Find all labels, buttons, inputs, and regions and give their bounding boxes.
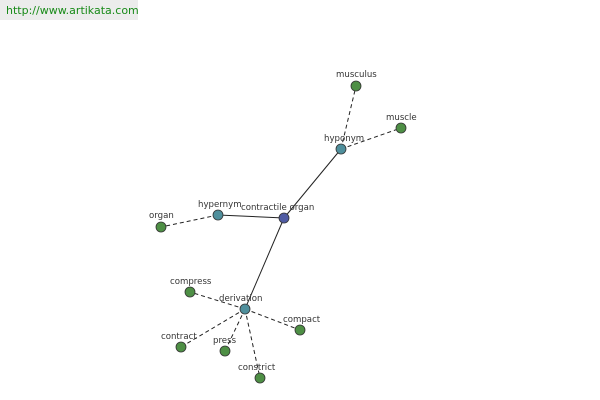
node-center[interactable] <box>278 212 290 224</box>
edge-derivation-compact <box>244 308 301 331</box>
edge-hyponym-musculus <box>340 85 357 150</box>
node-musculus[interactable] <box>350 80 362 92</box>
graph-edges <box>160 85 402 379</box>
edge-center-derivation <box>244 217 285 310</box>
edge-hypernym-organ <box>160 214 219 228</box>
node-label-center[interactable]: contractile organ <box>241 203 314 213</box>
site-url-link[interactable]: http://www.artikata.com <box>6 4 139 17</box>
node-label-constrict[interactable]: constrict <box>238 363 276 373</box>
node-label-compress[interactable]: compress <box>170 277 212 287</box>
node-label-organ[interactable]: organ <box>149 211 174 221</box>
node-label-hyponym[interactable]: hyponym <box>324 134 364 144</box>
node-label-press[interactable]: press <box>213 336 237 346</box>
node-label-contract[interactable]: contract <box>161 332 197 342</box>
node-derivation[interactable] <box>239 303 251 315</box>
node-label-derivation[interactable]: derivation <box>219 294 262 304</box>
edge-hyponym-muscle <box>340 127 402 150</box>
node-hypernym[interactable] <box>212 209 224 221</box>
graph-nodes <box>155 80 407 384</box>
url-bar: http://www.artikata.com <box>0 0 139 20</box>
node-compress[interactable] <box>184 286 196 298</box>
node-label-compact[interactable]: compact <box>283 315 321 325</box>
edge-derivation-press <box>224 308 246 352</box>
node-hyponym[interactable] <box>335 143 347 155</box>
edge-derivation-constrict <box>244 308 261 379</box>
edge-derivation-contract <box>180 308 246 348</box>
edge-center-hyponym <box>283 148 342 219</box>
edge-center-hypernym <box>217 214 285 219</box>
node-press[interactable] <box>219 345 231 357</box>
node-compact[interactable] <box>294 324 306 336</box>
edge-derivation-compress <box>189 291 246 310</box>
node-label-musculus[interactable]: musculus <box>336 70 377 80</box>
node-label-muscle[interactable]: muscle <box>386 113 417 123</box>
node-muscle[interactable] <box>395 122 407 134</box>
node-contract[interactable] <box>175 341 187 353</box>
node-constrict[interactable] <box>254 372 266 384</box>
graph-labels: contractile organ hyponym hypernym derivati… <box>149 70 417 373</box>
node-organ[interactable] <box>155 221 167 233</box>
node-label-hypernym[interactable]: hypernym <box>198 200 242 210</box>
